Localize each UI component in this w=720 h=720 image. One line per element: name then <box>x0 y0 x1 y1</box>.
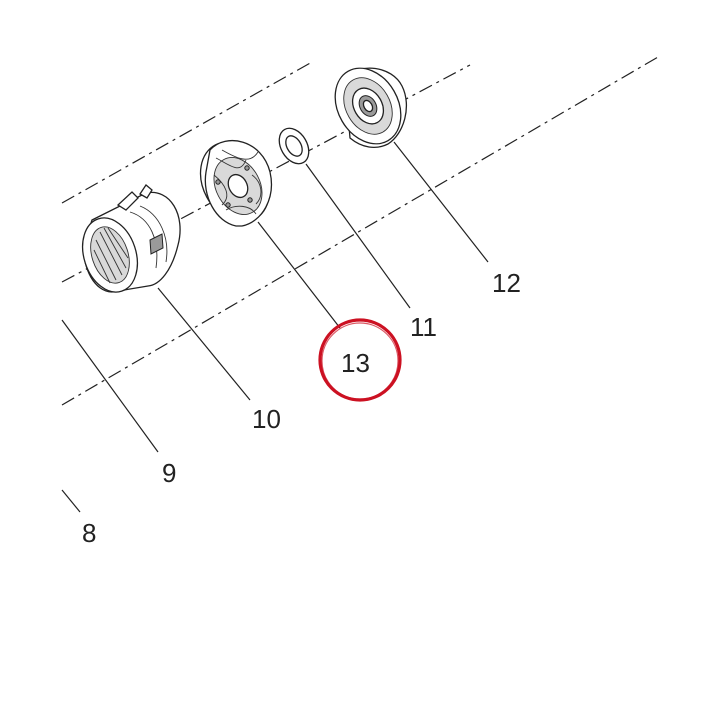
part-12-bearing <box>334 67 408 149</box>
leader-10 <box>157 287 251 401</box>
callout-12: 12 <box>492 268 521 298</box>
callout-13: 13 <box>341 348 370 378</box>
part-10-housing <box>81 184 181 293</box>
leader-11 <box>305 163 411 309</box>
highlight-circle-inner-stroke <box>321 322 399 400</box>
callout-10: 10 <box>252 404 281 434</box>
leader-13 <box>257 221 341 329</box>
centerline-top <box>61 61 313 204</box>
highlight-circle <box>318 318 402 402</box>
callout-9: 9 <box>162 458 176 488</box>
leader-lines <box>61 141 489 513</box>
callout-labels: 12 11 13 10 9 8 <box>82 268 521 548</box>
callout-11: 11 <box>410 312 437 342</box>
callout-8: 8 <box>82 518 96 548</box>
leader-9 <box>61 319 159 453</box>
leader-12 <box>393 141 489 263</box>
leader-8 <box>61 489 81 513</box>
part-11-washer <box>278 127 310 165</box>
part-13-clutch-plate <box>199 140 272 227</box>
centerline-lower <box>61 56 659 406</box>
